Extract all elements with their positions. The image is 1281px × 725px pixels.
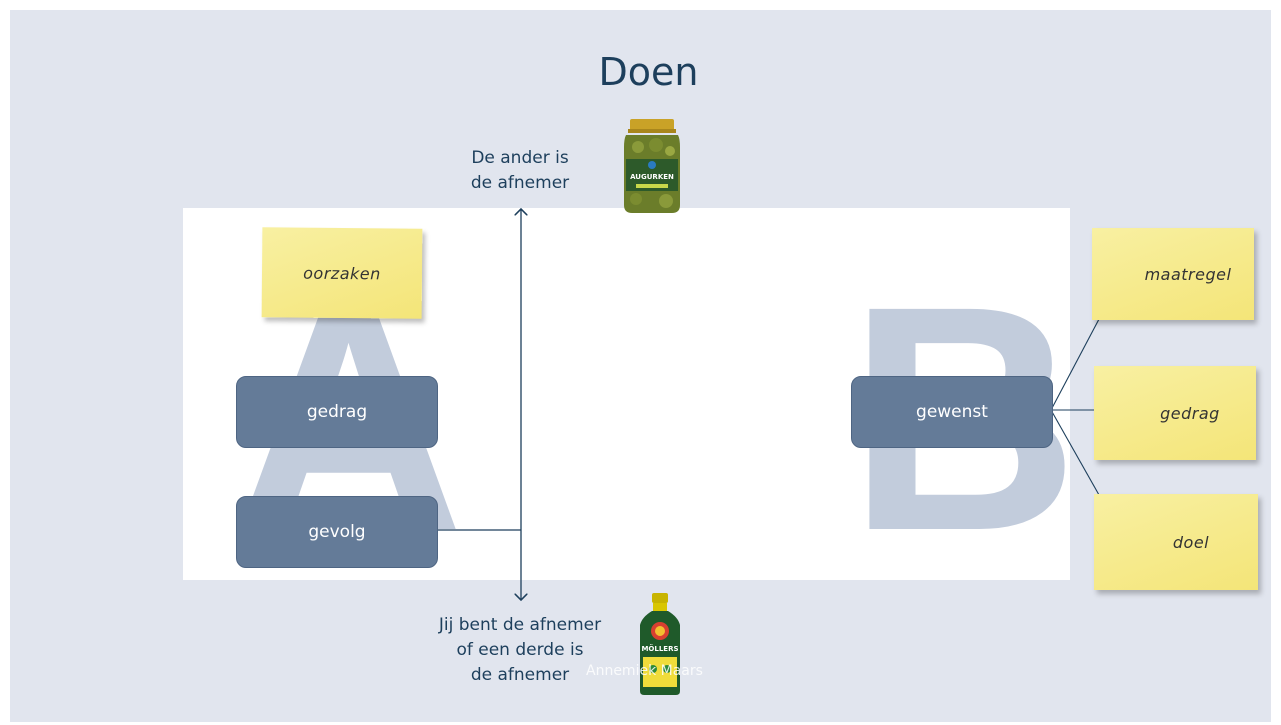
sticky-doel-label: doel	[1172, 532, 1210, 552]
label-jij-bent-line3: de afnemer	[470, 665, 570, 685]
box-gedrag-label: gedrag	[306, 402, 368, 422]
sticky-gedrag-label: gedrag	[1160, 403, 1220, 423]
label-de-ander-line1: De ander is	[471, 148, 569, 168]
jar-label-text: AUGURKEN	[630, 173, 674, 181]
label-jij-bent-line2: of een derde is	[456, 640, 584, 660]
pickle-jar-image: AUGURKEN	[616, 117, 688, 222]
box-gevolg[interactable]: gevolg	[236, 496, 438, 568]
sticky-doel[interactable]: doel	[1094, 494, 1258, 590]
bottle-label-text: MÖLLERS	[641, 644, 678, 653]
box-gevolg-label: gevolg	[308, 522, 366, 542]
sticky-gedrag[interactable]: gedrag	[1094, 366, 1256, 460]
label-de-ander: De ander is de afnemer	[440, 146, 600, 196]
box-gewenst-label: gewenst	[916, 402, 988, 422]
label-jij-bent-line1: Jij bent de afnemer	[438, 615, 602, 635]
sticky-maatregel[interactable]: maatregel	[1092, 228, 1254, 320]
sticky-oorzaken[interactable]: oorzaken	[261, 227, 423, 319]
slide-title: Doen	[598, 50, 699, 94]
sticky-maatregel-label: maatregel	[1144, 264, 1232, 284]
box-gedrag[interactable]: gedrag	[236, 376, 438, 448]
oil-bottle-image: MÖLLERS	[634, 591, 686, 702]
sticky-oorzaken-label: oorzaken	[303, 263, 381, 283]
label-de-ander-line2: de afnemer	[470, 173, 570, 193]
box-gewenst[interactable]: gewenst	[851, 376, 1053, 448]
label-jij-bent: Jij bent de afnemer of een derde is de a…	[410, 613, 630, 688]
footer-author: Annemiek Maars	[586, 663, 703, 679]
